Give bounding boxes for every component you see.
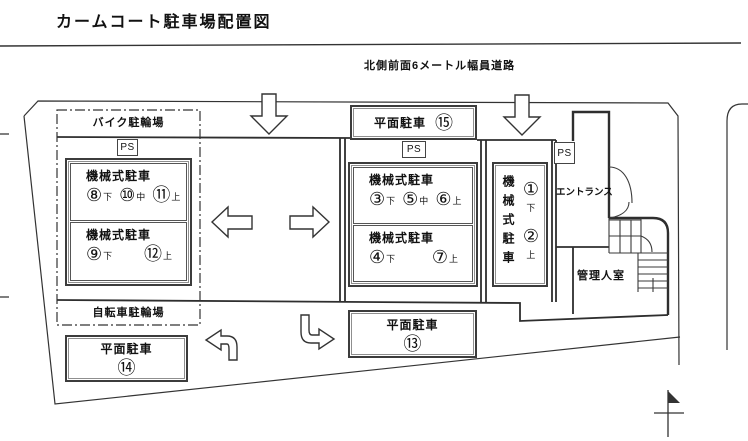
right-arrow [289,205,331,239]
ps-box-center: PS [402,141,426,158]
site-boundary-lines [0,100,748,405]
road-label: 北側前面6メートル幅員道路 [364,60,516,72]
ps-box-right: PS [554,142,575,164]
stall-label: 平面駐車 [386,317,439,332]
tier-label: 中 [136,192,146,203]
stall-number: ⑬ [403,333,422,354]
page-title: カームコート駐車場配置図 [56,14,272,31]
stall-number: ⑮ [435,112,453,133]
tier-label: 下 [103,251,113,262]
interior-wall-lines [56,136,669,322]
tier-label: 下 [103,192,113,203]
flat-parking-14-box: 平面駐車 ⑭ [65,335,188,382]
bike-parking-label: バイク駐輪場 [92,117,165,129]
tier-label: 上 [452,196,462,207]
stall-number: ① [522,179,539,199]
curved-arrow-right [300,314,336,351]
tier-label: 上 [162,251,172,262]
right-mech-bay: 機械式駐車 ① 下 ② 上 [492,162,548,287]
down-arrow-left [249,93,289,135]
stall-number: ⑧ [86,185,103,206]
stall-label: 平面駐車 [100,342,153,356]
stall-number: ⑭ [117,358,136,378]
entrance-label: エントランス [556,187,613,198]
tier-label: 上 [171,192,181,203]
mech-title: 機械式駐車 [86,169,152,183]
building-outline [571,110,670,315]
header-rule-line [0,42,742,47]
stall-label: 平面駐車 [373,116,426,130]
ps-label: PS [557,147,572,159]
stall-number: ⑨ [86,244,103,265]
ps-box-left: PS [117,139,138,156]
door-arcs-and-stairs [608,166,668,292]
tier-label: 中 [419,196,429,207]
tier-label: 下 [386,254,396,265]
left-arrow [210,205,253,239]
stall-number: ③ [369,189,386,210]
stall-number: ④ [369,247,386,268]
curved-arrow-left [204,328,238,361]
stall-number: ⑤ [402,189,419,210]
tier-label: 上 [448,254,458,265]
flat-parking-15-box: 平面駐車 ⑮ [350,105,477,140]
bicycle-parking-label: 自転車駐輪場 [92,307,165,319]
stall-number: ⑫ [143,244,162,265]
stall-number: ⑥ [435,189,452,210]
tier-label: 下 [526,203,536,213]
flat-parking-13-box: 平面駐車 ⑬ [348,310,477,358]
north-marker [654,390,684,437]
stall-number: ⑪ [152,185,171,206]
down-arrow-right [502,94,542,136]
bike-area-dashed-boundary [56,109,201,326]
stall-number: ⑦ [431,247,448,268]
traffic-flow-arrows [204,93,542,361]
bay-numbers: ① 下 ② 上 [523,180,539,261]
ps-label: PS [120,142,135,153]
tier-label: 下 [386,196,396,207]
ps-label: PS [406,144,422,155]
stall-number: ⑩ [119,185,136,206]
tier-label: 上 [526,250,536,260]
mech-title: 機械式駐車 [369,231,435,245]
mech-title: 機械式駐車 [86,228,152,242]
mech-title: 機械式駐車 [369,173,435,187]
mech-title-vertical: 機械式駐車 [501,175,515,270]
manager-room-label: 管理人室 [577,270,625,282]
stall-number: ② [522,226,539,246]
